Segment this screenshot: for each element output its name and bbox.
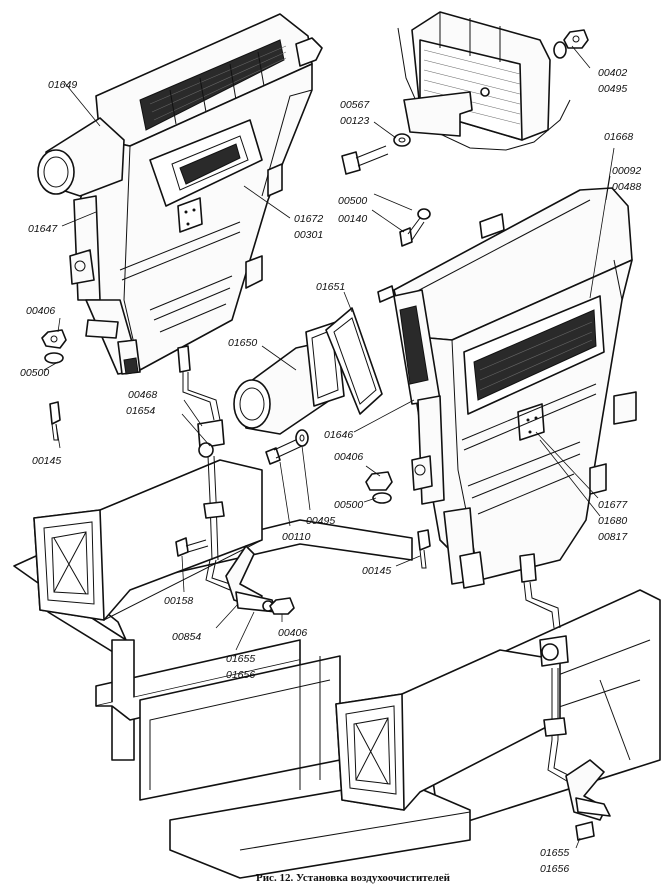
label-01672: 01672 [294,213,323,225]
label-01655-right: 01655 [540,847,569,859]
part-labels: 01649 01647 01672 00301 00406 00500 0014… [20,67,641,875]
label-01677: 01677 [598,499,628,511]
label-00110: 00110 [282,531,311,543]
label-00301: 00301 [294,229,323,241]
adapter-and-gasket [233,307,383,435]
label-00854: 00854 [172,631,201,643]
label-00145-left: 00145 [32,455,61,467]
right-drain-pipe [519,553,611,841]
label-01651: 01651 [316,281,345,293]
label-00092: 00092 [612,165,641,177]
right-hardware [365,471,431,569]
label-00500-top: 00500 [338,195,367,207]
left-intake-duct [33,459,263,621]
filter-element-detail [341,11,589,247]
label-00406-lower: 00406 [278,627,307,639]
label-01650: 01650 [228,337,257,349]
right-intake-duct [335,649,561,811]
label-01654: 01654 [126,405,155,417]
label-01646: 01646 [324,429,353,441]
label-01649: 01649 [48,79,77,91]
label-00158: 00158 [164,595,193,607]
label-00406-left: 00406 [26,305,55,317]
label-01680: 01680 [598,515,627,527]
label-01668: 01668 [604,131,633,143]
label-00500-left: 00500 [20,367,49,379]
label-00567: 00567 [340,99,370,111]
label-01655-left: 01655 [226,653,255,665]
label-00140: 00140 [338,213,367,225]
label-00495-top: 00495 [598,83,627,95]
leader-lines [43,45,615,849]
label-00145-right: 00145 [362,565,391,577]
label-01656-left: 01656 [226,669,255,681]
label-00402: 00402 [598,67,627,79]
label-00488: 00488 [612,181,641,193]
label-00123: 00123 [340,115,369,127]
label-00500-right: 00500 [334,499,363,511]
left-drain-pipe [177,345,277,613]
figure-caption: Рис. 12. Установка воздухоочистителей [256,872,450,884]
label-00817: 00817 [598,531,628,543]
label-01656-right: 01656 [540,863,569,875]
label-01647: 01647 [28,223,58,235]
left-air-cleaner [37,13,323,375]
label-00406-right: 00406 [334,451,363,463]
label-00495-mid: 00495 [306,515,335,527]
right-air-cleaner [377,187,637,589]
label-00468: 00468 [128,389,157,401]
